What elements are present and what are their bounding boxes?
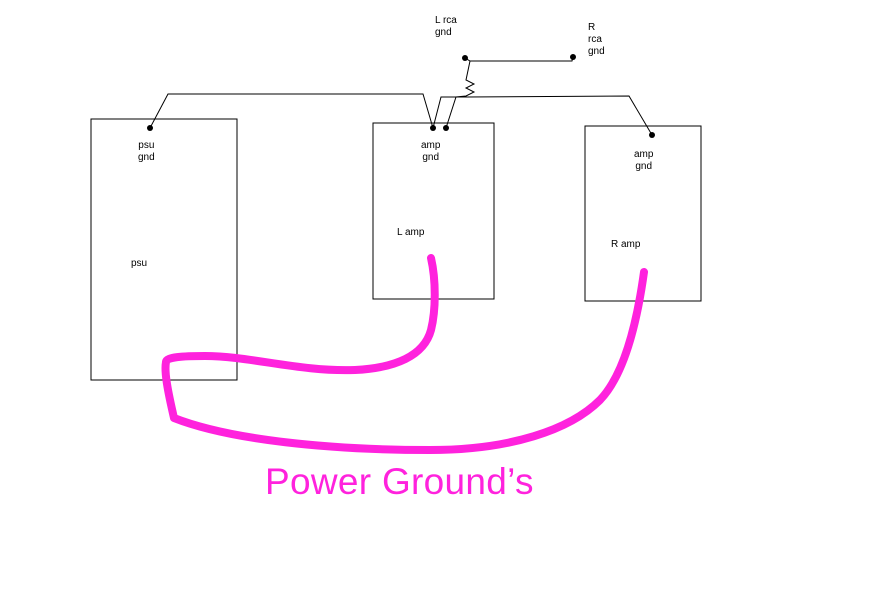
l-amp-ground-terminal-1	[430, 125, 436, 131]
r-amp-label: R amp	[611, 239, 641, 250]
l-rca-gnd-label: L rca gnd	[435, 15, 457, 39]
l-amp-label: L amp	[397, 227, 425, 238]
psu-gnd-label-line-1: psu	[138, 140, 155, 151]
r-rca-gnd-label: R rca gnd	[588, 22, 605, 58]
r-amp-gnd-label: amp gnd	[634, 149, 653, 173]
l-amp-gnd-label-line-1: amp	[421, 140, 441, 151]
psu-to-l-amp-ground-wire	[149, 93, 434, 129]
rca-to-r-amp-ground-wire	[432, 95, 653, 136]
r-rca-gnd-label-line-1: R	[588, 22, 596, 33]
l-rca-ground-terminal	[462, 55, 468, 61]
l-rca-gnd-label-line-1: L rca	[435, 15, 457, 26]
r-amp-gnd-label-line-2: gnd	[635, 161, 653, 172]
r-rca-ground-terminal	[570, 54, 576, 60]
l-amp-ground-terminal-2	[443, 125, 449, 131]
r-amp-gnd-label-line-1: amp	[634, 149, 654, 160]
r-rca-gnd-label-line-3: gnd	[588, 46, 605, 57]
l-amp-gnd-label: amp gnd	[421, 140, 440, 164]
l-amp-gnd-label-line-2: gnd	[422, 152, 440, 163]
psu-gnd-label: psu gnd	[138, 140, 155, 164]
power-ground-cable	[161, 254, 648, 454]
power-grounds-title: Power Ground’s	[265, 461, 534, 502]
r-rca-gnd-label-line-2: rca	[588, 34, 602, 45]
psu-label: psu	[131, 258, 148, 269]
l-rca-gnd-label-line-2: gnd	[435, 27, 452, 38]
psu-ground-terminal	[147, 125, 153, 131]
r-amp-ground-terminal	[649, 132, 655, 138]
psu-gnd-label-line-2: gnd	[138, 152, 155, 163]
